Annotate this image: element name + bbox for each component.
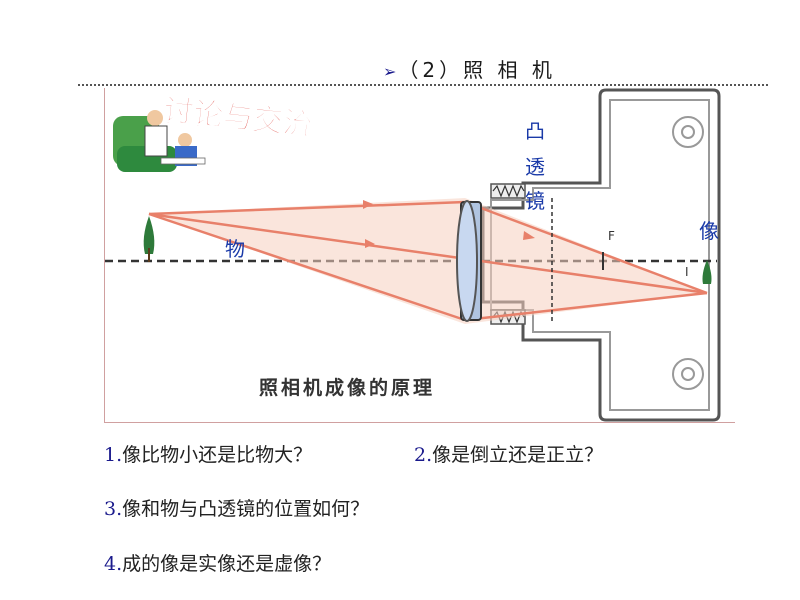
diagram-caption: 照相机成像的原理 bbox=[259, 376, 435, 399]
discussion-badge: 讨论与交流 bbox=[113, 92, 315, 172]
question-4-number: 4. bbox=[104, 553, 123, 575]
film-reel-top bbox=[672, 116, 704, 148]
object-tree bbox=[143, 216, 155, 262]
lens-label-2: 透 bbox=[525, 155, 545, 179]
film-reel-bottom bbox=[672, 358, 704, 390]
focal-point-label: F bbox=[608, 229, 615, 243]
question-3: 3.像和物与凸透镜的位置如何？ bbox=[104, 494, 369, 521]
question-4: 4.成的像是实像还是虚像？ bbox=[104, 549, 331, 576]
image-marker: I bbox=[685, 265, 689, 279]
image-label: 像 bbox=[699, 219, 719, 243]
question-1: 1.像比物小还是比物大？ bbox=[104, 440, 312, 467]
object-label: 物 bbox=[225, 237, 245, 261]
question-4-text: 成的像是实像还是虚像？ bbox=[122, 553, 332, 575]
light-rays bbox=[148, 198, 708, 324]
question-1-number: 1. bbox=[104, 444, 123, 466]
question-2-text: 像是倒立还是正立？ bbox=[432, 444, 604, 466]
slide-title-text: （2）照 相 机 bbox=[398, 58, 556, 82]
question-1-text: 像比物小还是比物大？ bbox=[122, 444, 313, 466]
lens-label-3: 镜 bbox=[525, 189, 545, 213]
image-tree bbox=[702, 260, 712, 284]
camera-diagram: 讨论与交流 bbox=[104, 88, 735, 423]
slide-title: ➢（2）照 相 机 bbox=[383, 54, 556, 83]
camera-diagram-svg: 讨论与交流 bbox=[105, 88, 721, 422]
convex-lens bbox=[456, 200, 482, 322]
question-3-text: 像和物与凸透镜的位置如何？ bbox=[122, 498, 370, 520]
ray-arrows bbox=[363, 200, 535, 248]
lens-label-1: 凸 bbox=[525, 119, 545, 143]
question-3-number: 3. bbox=[104, 498, 123, 520]
question-2: 2.像是倒立还是正立？ bbox=[414, 440, 603, 467]
title-divider bbox=[78, 84, 768, 86]
camera-body bbox=[481, 88, 721, 422]
question-2-number: 2. bbox=[414, 444, 433, 466]
bullet-arrow-icon: ➢ bbox=[383, 62, 397, 81]
spring-top bbox=[490, 183, 526, 199]
